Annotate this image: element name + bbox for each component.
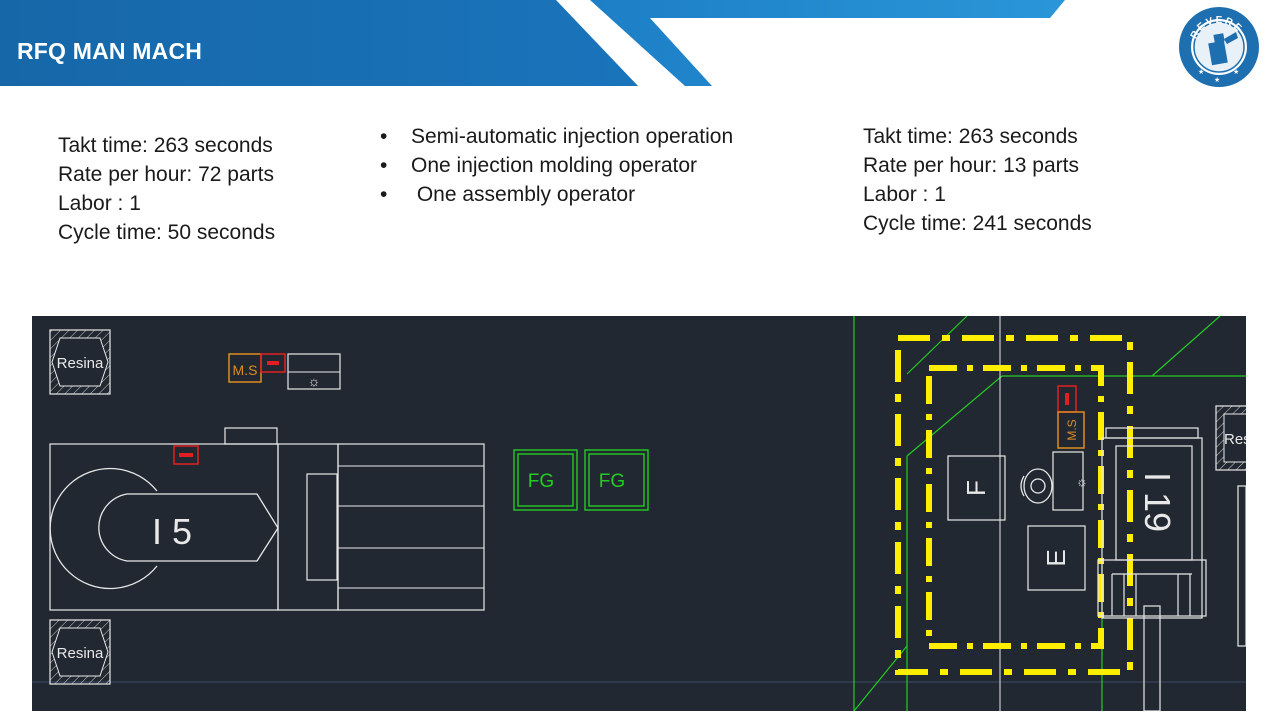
bullet-marker: • (380, 125, 388, 148)
left-stats-block: Takt time: 263 seconds Rate per hour: 72… (58, 131, 275, 247)
fg-label-2: FG (599, 471, 625, 492)
header-banner (0, 0, 1065, 86)
ms-label-right: M.S (1065, 419, 1079, 440)
light-icon-right: ☼ (1076, 474, 1088, 489)
light-box-right (1052, 451, 1084, 511)
box-label-e: E (1041, 549, 1071, 566)
work-cell-boundary (895, 335, 1133, 675)
bullet-text: Semi-automatic injection operation (411, 125, 734, 148)
right-stats-block: Takt time: 263 seconds Rate per hour: 13… (863, 122, 1092, 238)
resina-bin-right: Res (1215, 405, 1246, 471)
ms-label-left: M.S (233, 362, 258, 378)
machine-label-i19: I 19 (1137, 472, 1178, 532)
bullet-item: • One injection molding operator (380, 151, 733, 180)
right-cycle-time: Cycle time: 241 seconds (863, 212, 1092, 235)
svg-text:★: ★ (1233, 68, 1239, 76)
fg-label-1: FG (528, 471, 554, 492)
fg-box-1: FG (513, 449, 578, 511)
resina-bin-top: Resina (49, 329, 111, 395)
operation-bullet-list: • Semi-automatic injection operation • One… (380, 122, 733, 209)
resina-label-right: Res (1224, 431, 1246, 448)
bullet-marker: • (380, 154, 388, 177)
right-labor: Labor : 1 (863, 183, 946, 206)
bullet-text: One injection molding operator (411, 154, 698, 177)
svg-text:★: ★ (1198, 68, 1204, 76)
box-label-f: F (961, 480, 991, 496)
light-icon: ☼ (308, 373, 321, 389)
right-takt-time: Takt time: 263 seconds (863, 125, 1078, 148)
machine-station-left: M.S ☼ (228, 353, 341, 390)
left-rate-per-hour: Rate per hour: 72 parts (58, 163, 274, 186)
machine-i5: I 5 (49, 427, 485, 611)
bullet-text: One assembly operator (411, 183, 636, 206)
slide-title: RFQ MAN MACH (17, 38, 203, 64)
banner-stripe-dark (0, 0, 638, 86)
machine-station-right: M.S (1057, 385, 1085, 449)
left-cycle-time: Cycle time: 50 seconds (58, 221, 276, 244)
resina-bin-bottom: Resina (49, 619, 111, 685)
bullet-item: • Semi-automatic injection operation (380, 122, 733, 151)
machine-label-i5: I 5 (152, 511, 192, 552)
bullet-item: • One assembly operator (380, 180, 733, 209)
svg-text:★: ★ (1214, 76, 1220, 84)
bullet-marker: • (380, 183, 388, 206)
green-grid-lines (853, 316, 1246, 711)
left-takt-time: Takt time: 263 seconds (58, 134, 273, 157)
banner-stripe-mid (590, 0, 1065, 86)
left-labor: Labor : 1 (58, 192, 141, 215)
resina-label-top: Resina (57, 355, 104, 372)
operator-icon (1020, 468, 1053, 504)
cad-layout-drawing: Resina Resina M.S ☼ I 5 FG (32, 316, 1246, 711)
box-f: F (947, 455, 1006, 521)
fg-box-2: FG (584, 449, 649, 511)
revere-logo: REVERE ★ ★ ★ (1179, 7, 1259, 87)
right-rate-per-hour: Rate per hour: 13 parts (863, 154, 1079, 177)
box-e: E (1027, 525, 1086, 591)
resina-label-bottom: Resina (57, 645, 104, 662)
machine-i19 (1097, 427, 1246, 711)
